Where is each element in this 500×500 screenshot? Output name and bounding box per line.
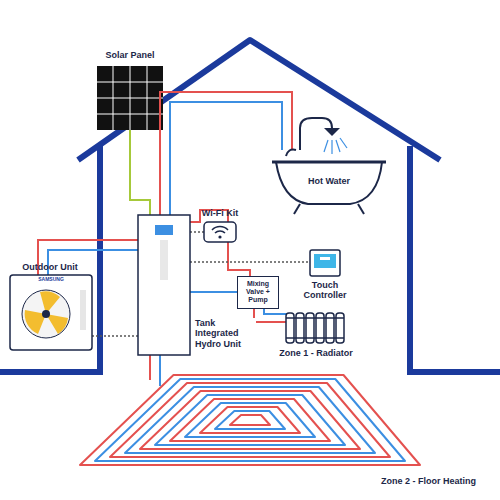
part-label: Zone 2 - Floor Heating [380,476,477,486]
coil-loop [200,407,300,433]
floor-heating-coil [80,375,420,465]
part-label: Wi-Fi Kit [202,208,238,218]
part-label: Touch Controller [294,280,356,301]
house-wall [0,146,100,372]
coil-loop [125,387,375,453]
house-wall [410,146,500,372]
part-label: SAMSUNG [38,277,64,283]
pipe-cold [159,355,161,386]
outdoor-unit [10,275,92,350]
control-wire [190,231,204,233]
house-roof [78,40,440,160]
control-wire [92,335,138,337]
pipe-hot [160,92,292,215]
coil-loop [170,399,330,441]
coil-loop [185,403,315,437]
hydro-unit [138,215,190,355]
part-label: Hot Water [307,176,351,186]
touch-controller [310,250,340,276]
part-label: Tank Integrated Hydro Unit [194,318,256,349]
solar-panel [97,66,163,130]
solar-wire [130,130,150,215]
coil-loop [80,375,420,465]
box-label: Mixing Valve + Pump [241,280,275,304]
coil-loop [140,391,360,449]
wifi-kit [204,222,236,242]
control-wire [190,261,310,263]
pipe-hot [149,355,151,380]
pipe-hot [190,210,250,282]
pipe-cold [190,291,242,293]
component-box: Mixing Valve + Pump [237,276,279,309]
bathtub [272,118,386,214]
part-label: Zone 1 - Radiator [278,348,354,358]
pipe-cold [170,102,282,215]
coil-loop [110,383,390,457]
part-label: Solar Panel [105,50,154,60]
part-label: Outdoor Unit [22,262,78,272]
coil-loop [215,411,285,429]
coil-loop [230,415,270,425]
coil-loop [95,379,405,461]
coil-loop [155,395,345,445]
radiator [286,313,344,343]
